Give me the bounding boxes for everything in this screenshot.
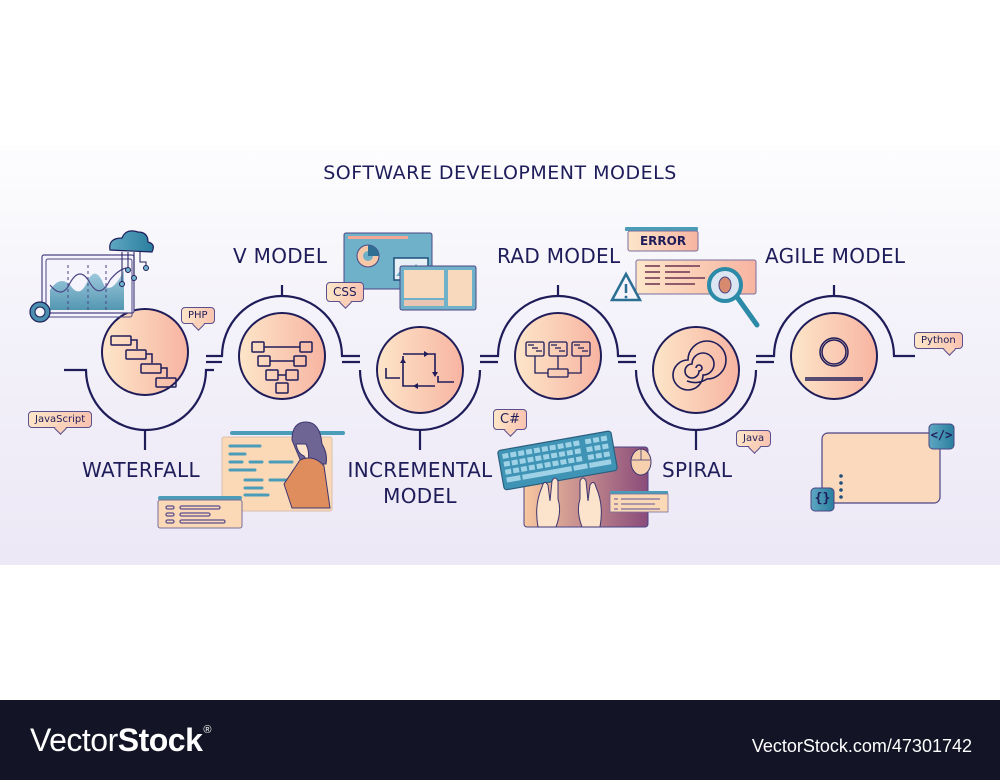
language-tag-css: CSS (326, 282, 364, 302)
code-tag-icon: </> (930, 428, 953, 442)
incremental-icon (376, 326, 464, 414)
agile-icon (790, 312, 878, 400)
connector-path (64, 285, 915, 450)
model-label-incremental-line1: INCREMENTAL (347, 458, 493, 482)
developer-illustration (157, 421, 345, 529)
error-debug-illustration (609, 227, 760, 328)
rad-icon (514, 312, 602, 400)
code-braces-icon: {} (814, 491, 831, 506)
code-editor-illustration (810, 423, 955, 512)
brand-logo[interactable]: VectorStock® (30, 722, 211, 759)
model-label-waterfall: WATERFALL (82, 458, 200, 482)
model-label-rad: RAD MODEL (497, 244, 621, 268)
brand-bold: Stock (117, 722, 203, 758)
process-diagram (29, 227, 955, 529)
footer-bar: VectorStock® VectorStock.com/47301742 (0, 700, 1000, 780)
image-url-link[interactable]: VectorStock.com/47301742 (751, 736, 972, 756)
model-label-v-model: V MODEL (233, 244, 328, 268)
spiral-icon (652, 326, 740, 414)
model-label-incremental: INCREMENTAL MODEL (340, 457, 500, 509)
error-label: ERROR (639, 234, 687, 248)
keyboard-hands-illustration (497, 430, 669, 528)
waterfall-icon (101, 308, 189, 396)
language-tag-java: Java (736, 430, 772, 447)
v-model-icon (238, 312, 326, 400)
model-label-agile: AGILE MODEL (765, 244, 906, 268)
brand-light: Vector (30, 722, 118, 758)
language-tag-csharp: C# (493, 409, 527, 430)
language-tag-javascript: JavaScript (28, 411, 93, 428)
analytics-cloud-illustration (29, 230, 154, 323)
page-title: SOFTWARE DEVELOPMENT MODELS (323, 162, 677, 184)
dashboard-illustration (343, 232, 477, 311)
model-label-spiral: SPIRAL (662, 458, 733, 482)
language-tag-python: Python (914, 332, 963, 349)
model-label-incremental-line2: MODEL (383, 484, 457, 508)
registered-mark: ® (203, 724, 211, 736)
language-tag-php: PHP (181, 307, 215, 324)
